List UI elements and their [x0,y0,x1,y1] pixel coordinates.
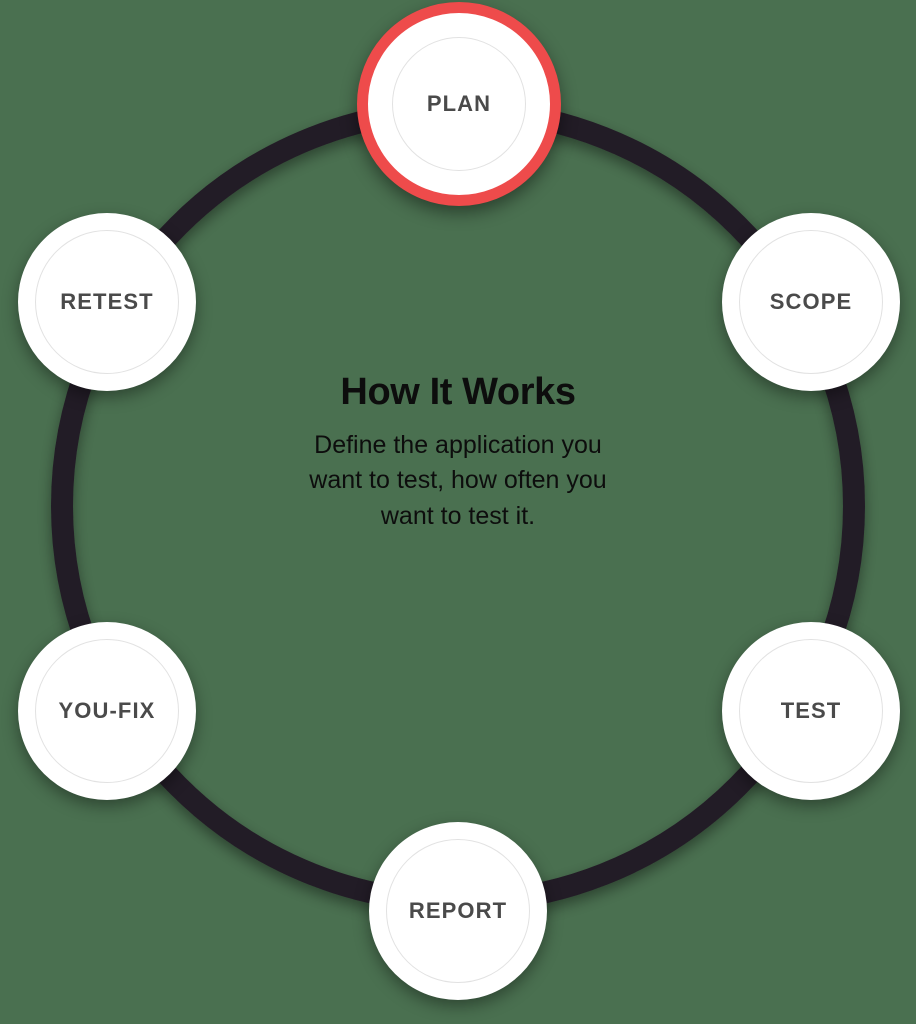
node-scope[interactable]: SCOPE [722,213,900,391]
node-retest[interactable]: RETEST [18,213,196,391]
node-test[interactable]: TEST [722,622,900,800]
cycle-ring-arc [51,99,865,913]
node-test-label: TEST [780,698,842,723]
node-report[interactable]: REPORT [369,822,547,1000]
node-report-label: REPORT [408,898,508,923]
node-plan[interactable]: PLAN [357,2,561,206]
node-you-fix-label: YOU-FIX [58,698,156,723]
node-plan-label: PLAN [426,91,492,116]
node-you-fix[interactable]: YOU-FIX [18,622,196,800]
node-scope-label: SCOPE [769,289,853,314]
node-retest-label: RETEST [60,289,154,314]
